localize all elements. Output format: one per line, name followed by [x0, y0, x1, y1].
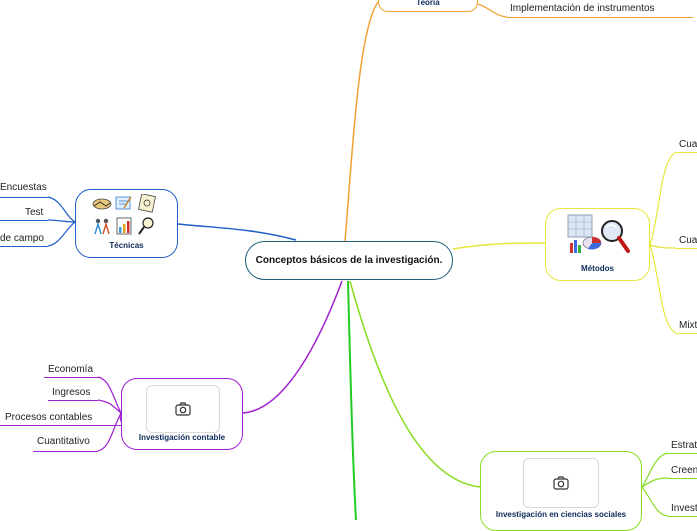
node-sociales-title: Investigación en ciencias sociales: [495, 510, 627, 519]
leaf-contable-ingresos[interactable]: Ingresos: [52, 387, 91, 398]
leaf-underline: [668, 453, 697, 454]
leaf-tecnicas-encuestas[interactable]: Encuestas: [0, 182, 47, 193]
leaf-underline: [44, 377, 98, 378]
metodos-clipart-icon: [567, 214, 630, 253]
leaf-metodos-3[interactable]: Mixt: [679, 320, 697, 331]
connector-metodos-leaf-3: [649, 244, 677, 334]
leaf-tecnicas-campo[interactable]: de campo: [0, 233, 44, 244]
connector-tecnicas-leaf-2: [47, 219, 76, 223]
image-placeholder: [146, 385, 220, 433]
node-tecnicas[interactable]: Técnicas: [75, 189, 178, 258]
leaf-sociales-2[interactable]: Creen: [671, 465, 697, 476]
node-teoria[interactable]: Teoría: [378, 0, 478, 12]
people-icon: [94, 218, 110, 235]
connector-tecnicas-leaf-1: [47, 196, 76, 223]
node-metodos-title: Métodos: [581, 264, 614, 273]
magnifier-icon: [601, 220, 630, 253]
handshake-icon: [92, 198, 112, 210]
tecnicas-clipart-icon: [92, 194, 156, 235]
leaf-underline: [507, 17, 693, 18]
leaf-sociales-3[interactable]: Invest: [671, 503, 697, 514]
connector-metodos: [452, 242, 546, 250]
chart-icon: [116, 217, 132, 235]
connector-tecnicas-leaf-3: [47, 221, 76, 247]
notes-icon: [138, 194, 156, 213]
leaf-underline: [668, 516, 697, 517]
leaf-metodos-1[interactable]: Cua: [679, 139, 697, 150]
connector-metodos-leaf-1: [649, 151, 677, 246]
central-topic[interactable]: Conceptos básicos de la investigación.: [245, 241, 453, 280]
leaf-underline: [0, 220, 48, 221]
writing-icon: [115, 196, 132, 210]
leaf-underline: [676, 333, 697, 334]
node-teoria-title: Teoría: [416, 0, 440, 7]
camera-icon: [175, 402, 191, 416]
node-tecnicas-title: Técnicas: [109, 241, 144, 250]
node-contable-title: Investigación contable: [138, 433, 226, 442]
magnifier-icon: [138, 217, 154, 235]
leaf-contable-economia[interactable]: Economía: [48, 364, 94, 375]
leaf-tecnicas-test[interactable]: Test: [25, 207, 44, 218]
camera-icon: [553, 476, 569, 490]
connector-contable-leaf-1: [97, 376, 122, 414]
leaf-teoria-implementacion[interactable]: Implementación de instrumentos: [510, 3, 655, 14]
leaf-underline: [676, 152, 697, 153]
leaf-underline: [48, 400, 98, 401]
connector-green: [347, 280, 357, 520]
leaf-underline: [0, 425, 122, 426]
leaf-sociales-1[interactable]: Estrat: [671, 440, 697, 451]
leaf-contable-procesos[interactable]: Procesos contables: [5, 412, 93, 423]
connector-sociales: [349, 280, 481, 488]
connector-teoria: [344, 1, 379, 242]
leaf-underline: [668, 478, 697, 479]
leaf-underline: [33, 451, 98, 452]
connector-sociales-leaf-2: [641, 477, 669, 488]
central-topic-title: Conceptos básicos de la investigación.: [255, 254, 443, 266]
connector-sociales-leaf-1: [641, 452, 669, 488]
leaf-contable-cuantitativo[interactable]: Cuantitativo: [37, 436, 90, 447]
node-investigacion-ciencias-sociales[interactable]: Investigación en ciencias sociales: [480, 451, 642, 531]
node-investigacion-contable[interactable]: Investigación contable: [121, 378, 243, 450]
connector-contable-leaf-2: [97, 399, 122, 414]
connector-tecnicas: [177, 223, 297, 241]
connector-contable-leaf-4: [97, 412, 122, 452]
connector-teoria-leaf: [477, 3, 508, 18]
charts-icon: [567, 214, 602, 253]
image-placeholder: [523, 458, 599, 508]
connector-metodos-leaf-2: [649, 244, 677, 249]
connector-sociales-leaf-3: [641, 486, 669, 517]
leaf-underline: [0, 246, 48, 247]
connector-contable: [242, 280, 343, 414]
leaf-underline: [676, 248, 697, 249]
leaf-underline: [0, 197, 48, 198]
leaf-metodos-2[interactable]: Cua: [679, 235, 697, 246]
node-metodos[interactable]: Métodos: [545, 208, 650, 281]
